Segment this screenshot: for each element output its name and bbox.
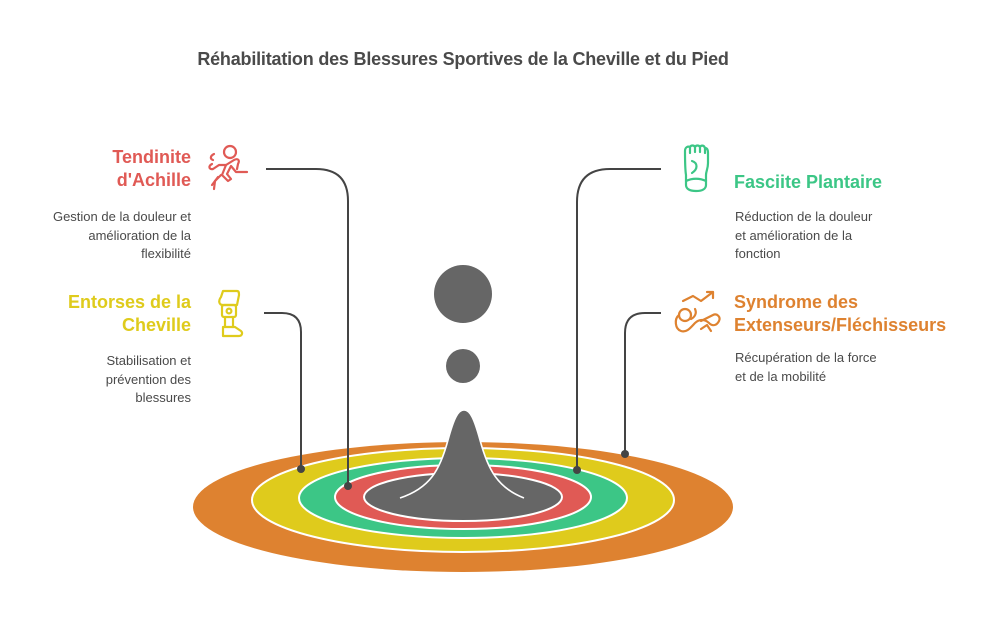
foot-icon [683,144,710,193]
syndrome-description: Récupération de la force et de la mobili… [735,350,877,384]
connector-syndrome [624,312,661,453]
plantar-description: Réduction de la douleur et amélioration … [735,209,873,261]
prosthetic-leg-icon [218,289,244,338]
splash-peak [400,410,524,505]
connector-achilles [266,168,349,485]
connector-sprain [264,312,302,468]
connector-plantar [576,168,661,469]
droplet-small [446,349,480,383]
achilles-description: Gestion de la douleur et amélioration de… [52,209,191,261]
droplet-large [434,265,492,323]
sprain-description: Stabilisation et prévention des blessure… [105,353,191,405]
connector-dot-plantar [573,466,581,474]
connector-dot-syndrome [621,450,629,458]
sprain-title: Entorses de la Cheville [67,292,191,335]
page-title: Réhabilitation des Blessures Sportives d… [197,49,729,69]
connector-dot-sprain [297,465,305,473]
achilles-title: Tendinite d'Achille [112,147,191,190]
syndrome-title: Syndrome des Extenseurs/Fléchisseurs [734,292,947,335]
running-person-icon [208,144,249,191]
connector-dot-achilles [344,482,352,490]
plantar-title: Fasciite Plantaire [734,172,883,192]
splash-peak-outline [399,409,525,499]
recovery-trend-icon [674,290,721,333]
